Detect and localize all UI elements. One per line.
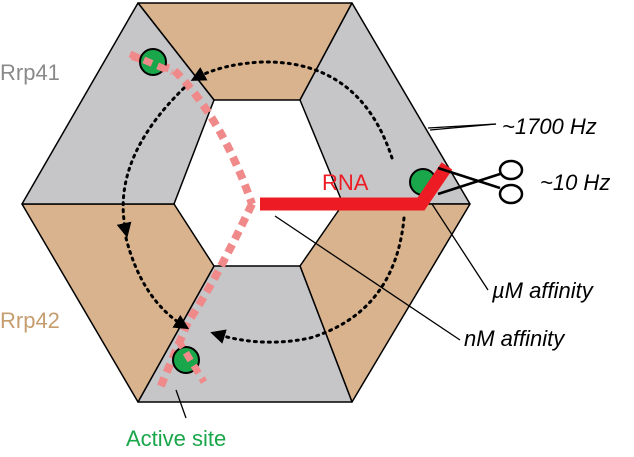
scissors-icon bbox=[437, 159, 524, 205]
rotation-arrows bbox=[116, 60, 406, 344]
leader-active-site bbox=[175, 389, 187, 419]
label-freq-high: ~1700 Hz bbox=[502, 114, 597, 139]
arrow-left-upper bbox=[116, 86, 186, 238]
label-nm-affinity: nM affinity bbox=[464, 326, 566, 351]
label-rna: RNA bbox=[322, 170, 369, 195]
scissors-handle-upper bbox=[498, 159, 524, 181]
leader-um-affinity bbox=[431, 203, 489, 291]
rna-strand bbox=[260, 162, 453, 211]
scissors-blade-upper bbox=[437, 166, 501, 190]
scissors-handle-lower bbox=[498, 183, 524, 205]
leader-lines bbox=[175, 123, 497, 419]
leader-freq-high-seg bbox=[429, 123, 497, 131]
rna-faded-overlay-top bbox=[128, 50, 174, 76]
scissors-blade-lower bbox=[437, 172, 501, 196]
arrow-left-lower bbox=[124, 236, 190, 330]
rna-faded-overlay-bottom bbox=[175, 338, 207, 384]
label-active-site: Active site bbox=[126, 426, 226, 451]
rna-faded-upper bbox=[130, 52, 256, 206]
leader-nm-affinity bbox=[274, 215, 461, 341]
rna-faded-lower bbox=[156, 202, 256, 390]
arrow-top bbox=[190, 60, 394, 160]
arrow-bottom bbox=[210, 216, 406, 344]
label-um-affinity: µM affinity bbox=[491, 278, 595, 303]
label-rrp42: Rrp42 bbox=[0, 308, 60, 333]
hexagon-ring bbox=[21, 2, 471, 403]
label-rrp41: Rrp41 bbox=[0, 60, 60, 85]
rna-faded-path bbox=[130, 52, 256, 390]
label-freq-low: ~10 Hz bbox=[540, 170, 610, 195]
rna-faded-overlay bbox=[128, 50, 207, 384]
